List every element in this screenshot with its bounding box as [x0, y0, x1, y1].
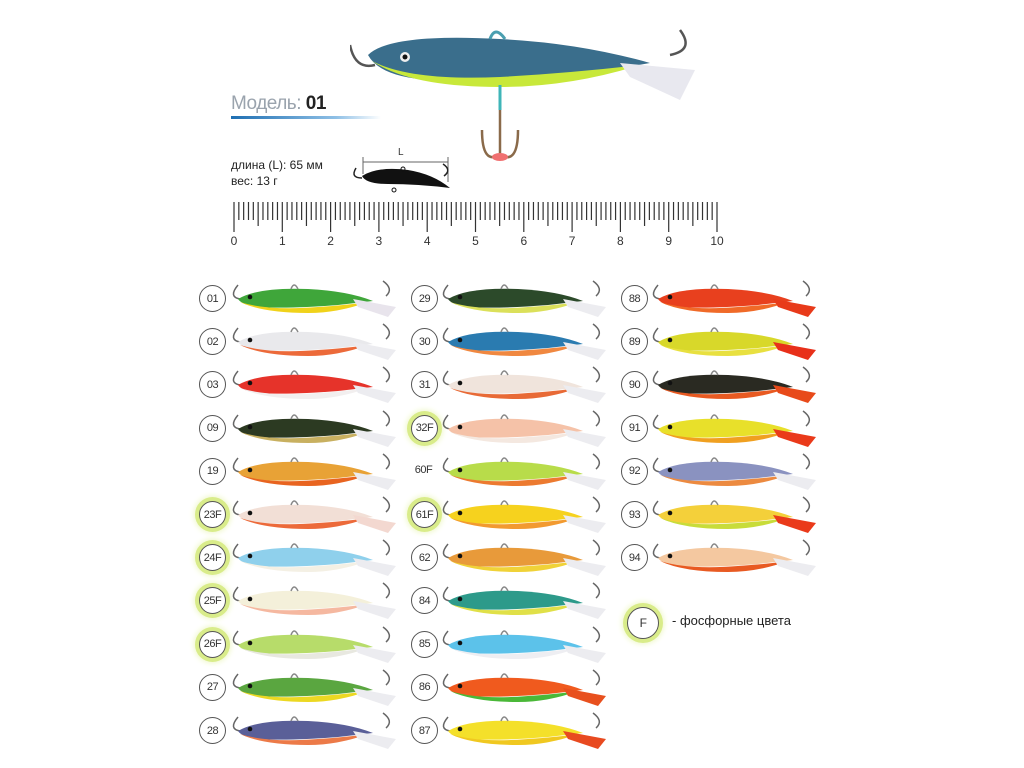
- ruler-label: 1: [278, 234, 286, 248]
- lure-code-badge: 01: [199, 285, 226, 312]
- lure-image[interactable]: [228, 666, 398, 706]
- lure-image[interactable]: [438, 277, 608, 317]
- lure-image[interactable]: [228, 536, 398, 577]
- lure-image[interactable]: [228, 407, 398, 447]
- lure-code-badge: 94: [621, 544, 648, 572]
- lure-code-badge: 19: [199, 457, 226, 485]
- lure-code-badge: 88: [621, 285, 648, 312]
- ruler-label: 3: [375, 234, 383, 248]
- lure-image[interactable]: [228, 579, 398, 620]
- lure-code-badge: 84: [411, 587, 438, 615]
- lure-code-badge: 31: [411, 371, 438, 399]
- lure-code-badge: 29: [411, 285, 438, 312]
- lure-image[interactable]: [228, 320, 398, 361]
- lure-image[interactable]: [228, 709, 398, 749]
- lure-image[interactable]: [438, 623, 608, 663]
- lure-image[interactable]: [438, 320, 608, 361]
- lure-code-badge: 92: [621, 457, 648, 485]
- lure-image[interactable]: [648, 536, 818, 577]
- lure-code-badge: 93: [621, 501, 648, 528]
- lure-code-badge: 85: [411, 630, 438, 658]
- hero-lure-image: [350, 29, 695, 161]
- legend-text: - фосфорные цвета: [672, 613, 791, 628]
- lure-image[interactable]: [648, 450, 818, 490]
- lure-image[interactable]: [228, 493, 398, 533]
- lure-image[interactable]: [438, 407, 608, 447]
- lure-code-badge: 24F: [199, 544, 226, 572]
- weight-spec: вес: 13 г: [231, 174, 278, 188]
- lure-code-badge: 87: [411, 717, 438, 744]
- lure-code-badge: 09: [199, 414, 226, 442]
- lure-code-badge: 30: [411, 328, 438, 356]
- model-title: Модель: 01: [231, 93, 326, 115]
- lure-code-badge: 90: [621, 371, 648, 399]
- lure-image[interactable]: [648, 277, 818, 317]
- lure-image[interactable]: [438, 536, 608, 577]
- legend-phosphor-badge: F: [627, 607, 659, 639]
- lure-code-badge: 23F: [199, 501, 226, 528]
- ruler-label: 0: [230, 234, 238, 248]
- length-spec: длина (L): 65 мм: [231, 158, 323, 172]
- lure-image[interactable]: [648, 407, 818, 447]
- lure-image[interactable]: [648, 320, 818, 361]
- lure-code-badge: 27: [199, 673, 226, 701]
- lure-image[interactable]: [438, 450, 608, 490]
- lure-code-badge: 61F: [411, 501, 438, 528]
- lure-image[interactable]: [438, 666, 608, 706]
- ruler-label: 10: [710, 234, 724, 248]
- dimension-label: L: [398, 147, 404, 158]
- lure-code-badge: 86: [411, 673, 438, 701]
- lure-code-badge: 89: [621, 328, 648, 356]
- lure-image[interactable]: [228, 363, 398, 404]
- ruler: [233, 202, 718, 232]
- model-number: 01: [305, 93, 327, 114]
- lure-image[interactable]: [228, 623, 398, 663]
- model-label: Модель:: [231, 93, 301, 114]
- model-underline: [231, 116, 381, 119]
- ruler-label: 7: [568, 234, 576, 248]
- ruler-label: 9: [665, 234, 673, 248]
- lure-image[interactable]: [228, 277, 398, 317]
- lure-image[interactable]: [438, 709, 608, 749]
- lure-image[interactable]: [648, 493, 818, 533]
- lure-code-badge: 25F: [199, 587, 226, 615]
- lure-code-badge: 60F: [411, 457, 436, 483]
- lure-image[interactable]: [438, 579, 608, 620]
- lure-code-badge: 28: [199, 717, 226, 744]
- lure-code-badge: 03: [199, 371, 226, 399]
- lure-code-badge: 62: [411, 544, 438, 572]
- ruler-label: 6: [520, 234, 528, 248]
- ruler-label: 4: [423, 234, 431, 248]
- lure-image[interactable]: [438, 493, 608, 533]
- lure-code-badge: 02: [199, 328, 226, 356]
- lure-image[interactable]: [228, 450, 398, 490]
- ruler-label: 8: [617, 234, 624, 248]
- lure-code-badge: 91: [621, 414, 648, 442]
- lure-image[interactable]: [438, 363, 608, 404]
- lure-code-badge: 26F: [199, 630, 226, 658]
- lure-code-badge: 32F: [411, 414, 438, 442]
- ruler-label: 2: [327, 234, 334, 248]
- dimension-diagram: L: [353, 147, 450, 193]
- lure-image[interactable]: [648, 363, 818, 404]
- ruler-label: 5: [472, 234, 479, 248]
